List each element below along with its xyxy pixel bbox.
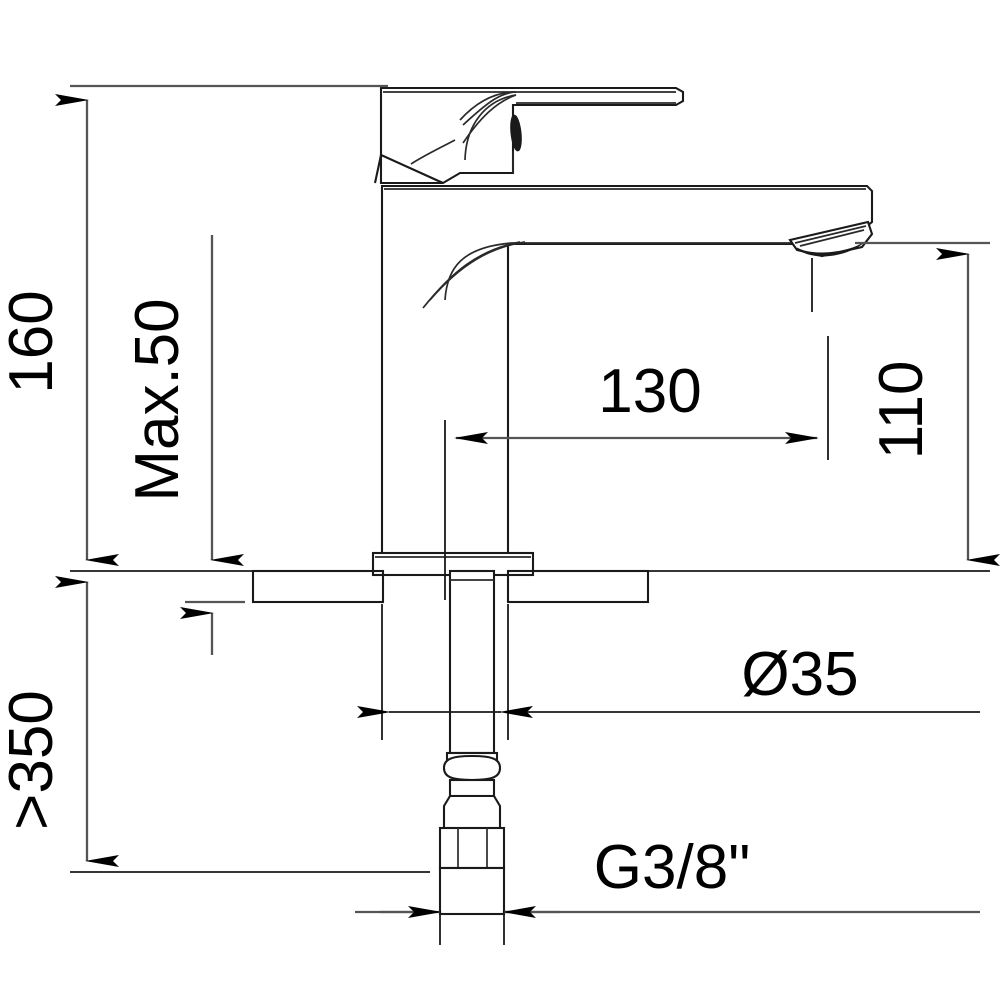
extension-lines [70,84,990,945]
dimension-lines [55,94,1000,918]
escutcheon-base-plate [371,551,535,577]
dimension-label-350: >350 [0,690,66,830]
counter-hatch-right [506,569,650,604]
dimension-label-160: 160 [0,290,66,393]
dimension-label-thread: G3/8" [594,833,750,902]
dimension-labels: 160 Max.50 130 110 Ø35 G3/8" >350 [0,290,936,902]
dimension-label-diameter35: Ø35 [741,640,858,709]
aerator-outlet [788,220,874,258]
dimension-label-130: 130 [598,357,701,426]
faucet-body-group [251,86,874,916]
threaded-shank [438,569,506,916]
lever-handle [373,86,685,185]
counter-section [251,569,650,604]
dimension-label-max50: Max.50 [123,298,192,501]
counter-hatch-left [251,569,385,604]
dimension-label-110: 110 [867,361,936,460]
